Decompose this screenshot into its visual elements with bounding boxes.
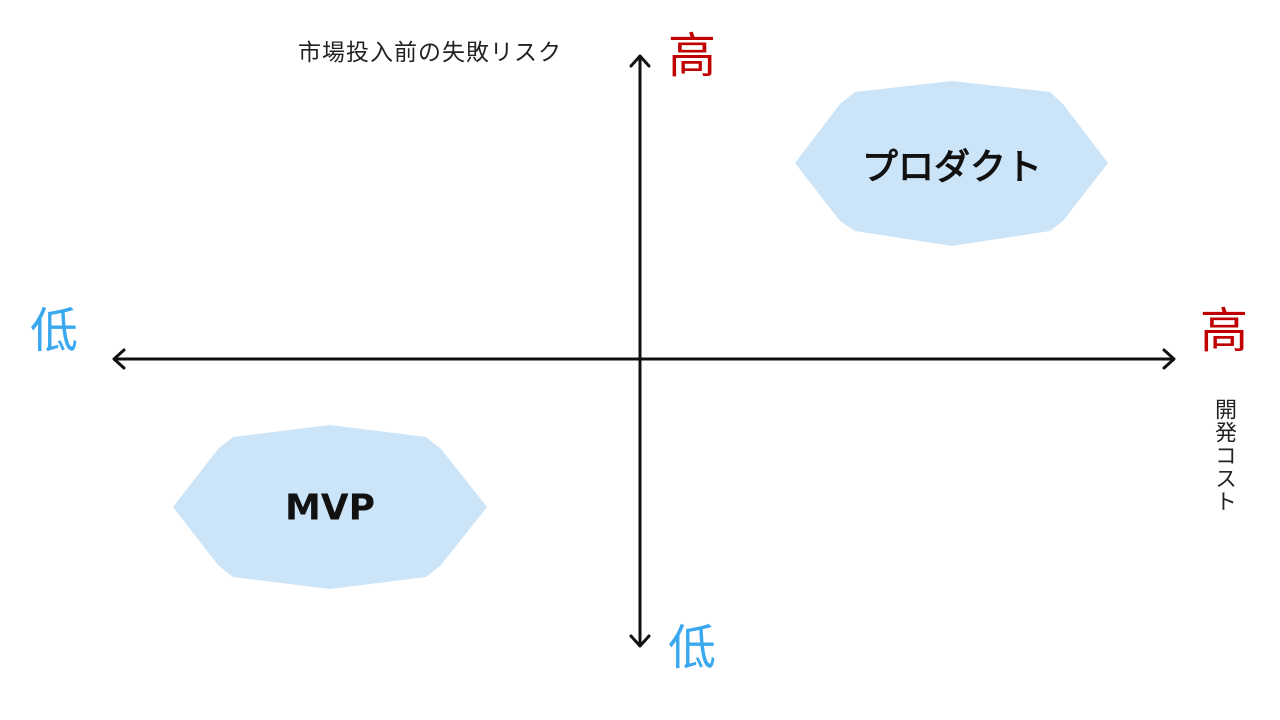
x-axis-arrow-left xyxy=(112,348,126,370)
mvp-starburst xyxy=(173,425,487,589)
mvp-label: MVP xyxy=(284,487,376,529)
y-axis-arrow-top xyxy=(629,54,651,68)
x-axis-low-label: 低 xyxy=(30,303,79,359)
y-axis-arrow-bottom xyxy=(629,634,651,648)
y-axis-low-label: 低 xyxy=(668,620,717,676)
x-axis-title: 開発コスト xyxy=(1211,398,1236,513)
y-axis-title: 市場投入前の失敗リスク xyxy=(298,40,562,66)
x-axis-high-label: 高 xyxy=(1200,303,1249,359)
y-axis-high-label: 高 xyxy=(668,28,717,84)
x-axis-arrow-right xyxy=(1162,348,1176,370)
product-label: プロダクト xyxy=(861,147,1043,188)
product-starburst xyxy=(795,81,1108,246)
